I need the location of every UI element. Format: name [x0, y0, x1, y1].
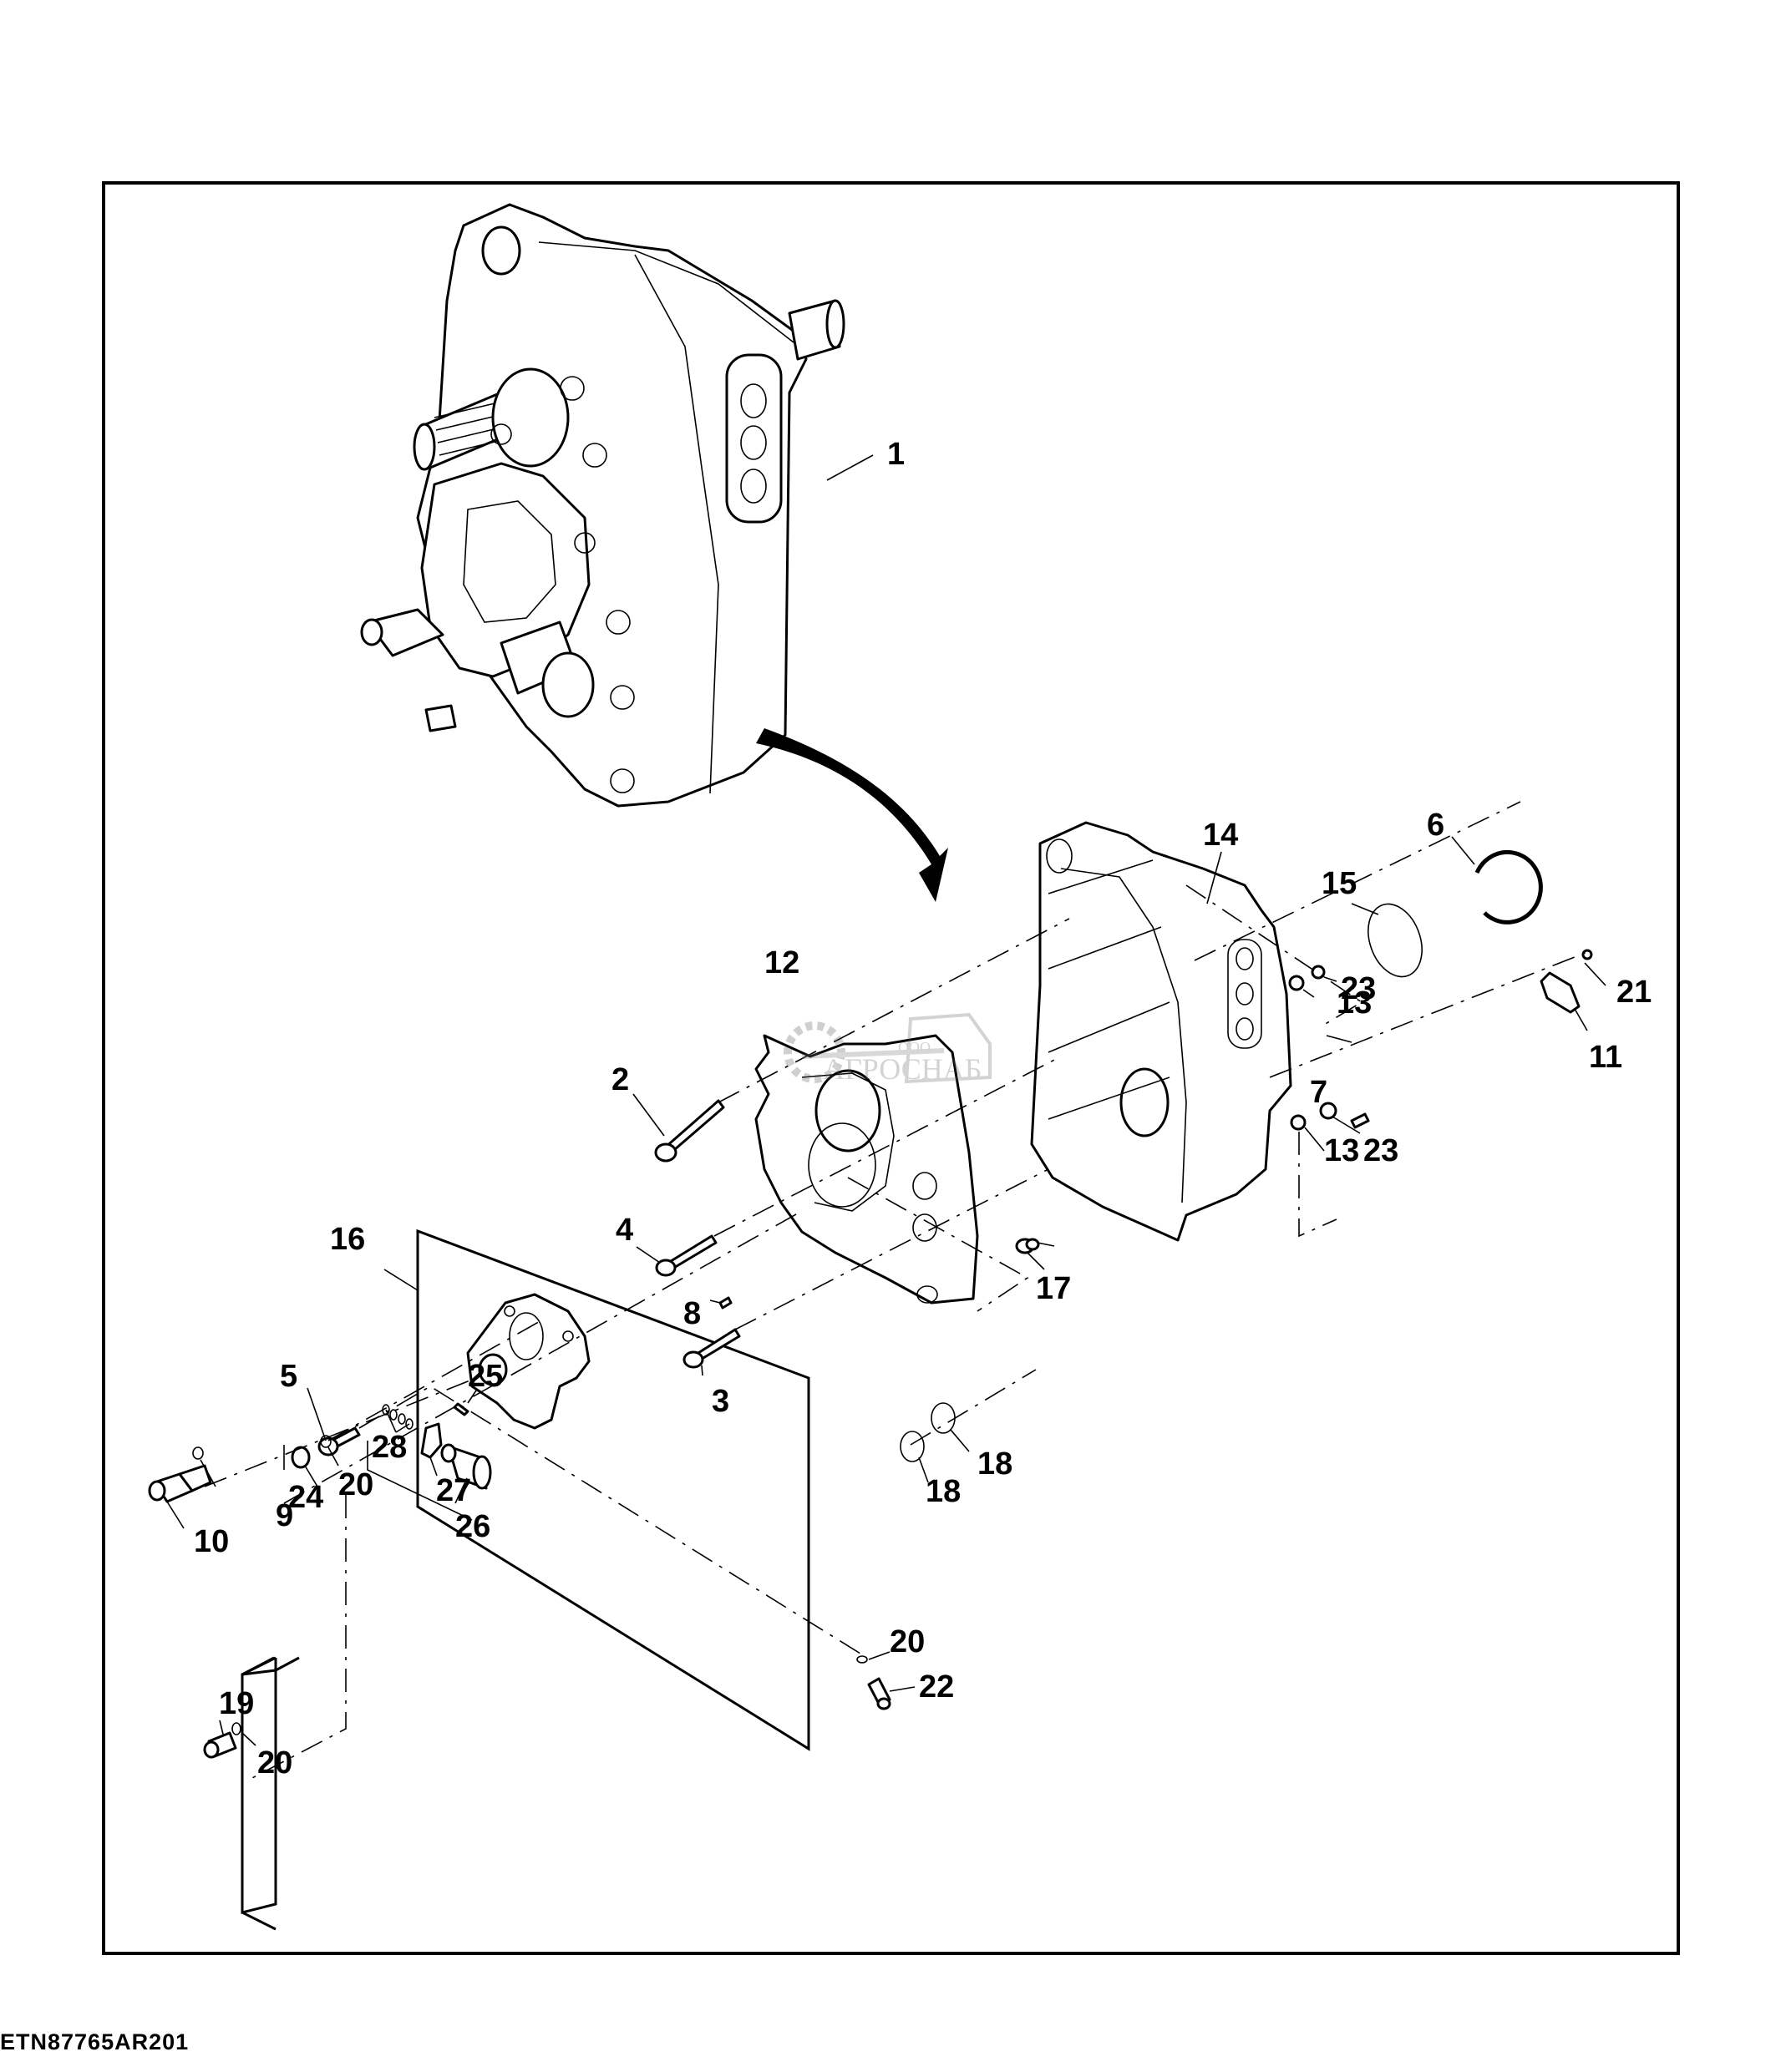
fitting-19 — [203, 1731, 237, 1759]
washers-nuts-13-23 — [1288, 965, 1337, 1131]
transmission-assembly — [360, 203, 874, 808]
leader-16 — [383, 1269, 419, 1291]
bracket-27 — [420, 1422, 443, 1459]
callout-18a: 18 — [926, 1474, 961, 1509]
callout-25: 25 — [468, 1359, 503, 1394]
callout-14: 14 — [1203, 818, 1238, 853]
callout-10: 10 — [194, 1524, 229, 1559]
front-cover-12 — [754, 1034, 979, 1304]
callout-20a: 20 — [338, 1467, 373, 1502]
callout-12: 12 — [764, 945, 799, 980]
callout-8: 8 — [683, 1296, 701, 1331]
washer-9 — [192, 1446, 204, 1460]
watermark-company-name: АГРОСНАБ — [823, 1052, 982, 1086]
solenoid-26 — [440, 1443, 492, 1490]
callout-20c: 20 — [257, 1745, 292, 1781]
leader-14 — [1206, 851, 1222, 904]
callout-24: 24 — [288, 1480, 323, 1515]
callout-26: 26 — [455, 1509, 490, 1544]
watermark-prefix: ООО — [898, 1039, 931, 1056]
fitting-10 — [148, 1464, 212, 1503]
pin-7 — [1350, 1112, 1370, 1129]
callout-1: 1 — [887, 437, 905, 472]
callout-4: 4 — [616, 1213, 633, 1248]
rear-housing-14 — [1030, 821, 1292, 1242]
figure-reference-code: ETN87765AR201 — [0, 2029, 190, 2054]
callout-9: 9 — [276, 1498, 293, 1533]
callout-16: 16 — [330, 1222, 365, 1257]
watermark-logo: ООО АГРОСНАБ — [784, 1012, 992, 1086]
leader-1 — [826, 454, 874, 481]
diagram-frame — [102, 181, 1680, 1955]
callout-18b: 18 — [977, 1446, 1012, 1482]
sensor-22 — [867, 1677, 891, 1710]
callout-3: 3 — [712, 1384, 729, 1419]
callout-19: 19 — [219, 1686, 254, 1721]
callout-6: 6 — [1427, 808, 1444, 843]
bolt-3 — [682, 1328, 741, 1369]
cover-11 — [1540, 971, 1581, 1014]
o-ring-15 — [1368, 903, 1423, 978]
callout-23a: 23 — [1341, 971, 1376, 1006]
bolt-2 — [654, 1099, 725, 1163]
plug-24 — [291, 1446, 311, 1469]
o-rings-18 — [900, 1402, 956, 1462]
callout-21: 21 — [1616, 975, 1652, 1010]
assembly-centerlines — [204, 801, 1588, 1780]
bolt-4 — [655, 1234, 718, 1277]
plug-17 — [1015, 1238, 1040, 1254]
callout-23b: 23 — [1363, 1133, 1398, 1168]
snap-ring-6 — [1474, 849, 1543, 925]
callout-20b: 20 — [890, 1624, 925, 1659]
subassembly-16-frame — [416, 1229, 810, 1751]
callout-2: 2 — [611, 1062, 629, 1097]
callout-13a: 13 — [1337, 985, 1372, 1021]
callout-28: 28 — [372, 1430, 407, 1465]
pin-8 — [718, 1296, 733, 1310]
callout-13b: 13 — [1324, 1133, 1359, 1168]
callout-22: 22 — [919, 1669, 954, 1705]
washer-20-bottom — [231, 1722, 241, 1735]
callout-5: 5 — [280, 1359, 297, 1394]
callout-7: 7 — [1310, 1075, 1327, 1110]
disassembly-arrow-icon — [756, 728, 948, 902]
callout-11: 11 — [1589, 1040, 1622, 1075]
callout-leaders — [166, 836, 1606, 1746]
callout-labels: 1 2 3 4 5 6 7 8 9 10 11 12 13 13 14 15 1… — [194, 437, 1652, 1781]
callout-27: 27 — [436, 1473, 471, 1508]
callout-17: 17 — [1036, 1271, 1071, 1306]
screw-21 — [1581, 949, 1593, 960]
washer-20-right — [856, 1655, 868, 1664]
callout-15: 15 — [1322, 866, 1357, 901]
washer-20-left — [320, 1435, 332, 1448]
